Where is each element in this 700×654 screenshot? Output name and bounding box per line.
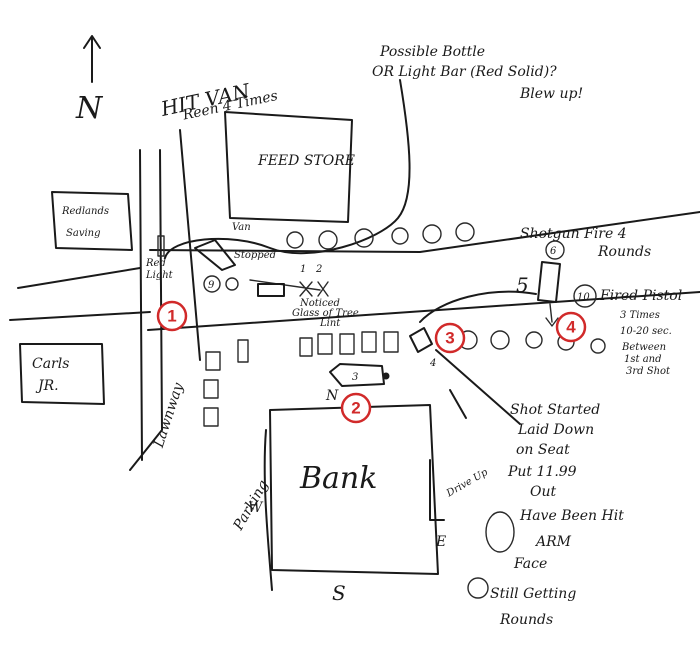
car-9-label: 9 bbox=[208, 280, 215, 291]
n-small-label: N bbox=[325, 388, 339, 404]
north-arrow: N bbox=[75, 35, 104, 126]
num-1-small: 1 bbox=[300, 264, 306, 275]
stopped-label: Stopped bbox=[234, 250, 276, 261]
svg-text:4: 4 bbox=[566, 318, 576, 337]
van-path bbox=[164, 79, 411, 259]
rounds-label: Rounds bbox=[597, 244, 651, 260]
num-6-label: 6 bbox=[550, 246, 557, 257]
drive-up-lane bbox=[429, 459, 445, 521]
redlands-savings-label-1: Redlands bbox=[61, 206, 109, 217]
marker-1: 1 bbox=[156, 300, 188, 332]
drive-up-label: Drive Up bbox=[444, 467, 490, 500]
between-label: Between bbox=[621, 342, 666, 353]
svg-text:3: 3 bbox=[445, 329, 454, 348]
possible-bottle-label: Possible Bottle bbox=[379, 44, 485, 60]
num-3-small: 3 bbox=[352, 372, 358, 383]
hit-bracket bbox=[485, 511, 515, 553]
arrow-5 bbox=[549, 303, 553, 323]
impact-point bbox=[382, 372, 390, 380]
marker-4: 4 bbox=[555, 311, 587, 343]
svg-text:1: 1 bbox=[167, 307, 176, 326]
car-small bbox=[225, 277, 239, 291]
vehicle-4 bbox=[409, 327, 433, 353]
third-shot-label: 3rd Shot bbox=[626, 366, 671, 377]
feed-store-building bbox=[224, 111, 353, 223]
s-label: S bbox=[332, 581, 346, 605]
light-bar-label: OR Light Bar (Red Solid)? bbox=[372, 64, 557, 80]
x-mark-1 bbox=[299, 281, 313, 297]
glass-of-tree-label: Glass of Tree bbox=[292, 308, 359, 319]
svg-text:2: 2 bbox=[351, 399, 360, 418]
on-seat-label: on Seat bbox=[516, 442, 570, 458]
still-getting-label: Still Getting bbox=[490, 586, 576, 602]
put-1199-label: Put 11.99 bbox=[507, 464, 577, 480]
streets bbox=[9, 129, 700, 471]
face-label: Face bbox=[513, 556, 547, 572]
marker-3: 3 bbox=[434, 322, 466, 354]
blew-up-label: Blew up! bbox=[519, 86, 583, 102]
car-5 bbox=[537, 261, 561, 303]
carls-jr-label-1: Carls bbox=[32, 356, 69, 372]
lawnway-label: Lawnway bbox=[151, 380, 188, 451]
fire-line bbox=[419, 290, 537, 323]
time-range-label: 10-20 sec. bbox=[620, 326, 672, 337]
laid-down-label: Laid Down bbox=[517, 422, 594, 438]
bank-building bbox=[269, 404, 439, 575]
carls-jr-label-2: JR. bbox=[35, 378, 59, 394]
car-9 bbox=[203, 275, 221, 293]
parked-cars bbox=[203, 331, 399, 427]
rounds-2-label: Rounds bbox=[499, 612, 553, 628]
still-getting-circle bbox=[467, 577, 489, 599]
shotgun-fire-label: Shotgun Fire 4 bbox=[520, 226, 627, 242]
red-light-label-1: Red bbox=[145, 258, 166, 269]
num-10-label: 10 bbox=[577, 292, 590, 303]
num-2-small: 2 bbox=[315, 264, 322, 275]
north-arrow-head bbox=[83, 35, 101, 49]
red-light-signal bbox=[157, 235, 165, 257]
feed-store-label: FEED STORE bbox=[257, 153, 355, 169]
redlands-savings-building bbox=[51, 191, 133, 251]
redlands-savings-label-2: Saving bbox=[66, 228, 101, 239]
num-4-small: 4 bbox=[429, 358, 436, 369]
arm-label: ARM bbox=[534, 534, 572, 550]
out-label: Out bbox=[530, 484, 556, 500]
noticed-label: Noticed bbox=[299, 298, 340, 309]
x-mark-2 bbox=[317, 281, 329, 297]
van bbox=[194, 239, 236, 271]
lint-label: Lint bbox=[319, 318, 341, 329]
first-and-label: 1st and bbox=[624, 354, 662, 365]
car-6-circle bbox=[545, 240, 565, 260]
van-label: Van bbox=[232, 222, 251, 233]
e-label: E bbox=[435, 534, 446, 550]
marker-2: 2 bbox=[340, 392, 372, 424]
bank-west-line bbox=[263, 429, 273, 591]
diagonal-2 bbox=[449, 389, 467, 419]
diagonal-1 bbox=[435, 349, 521, 425]
carls-jr-building bbox=[19, 343, 105, 405]
car-rect bbox=[257, 283, 285, 297]
have-been-hit-label: Have Been Hit bbox=[519, 508, 624, 524]
red-light-label-2: Light bbox=[145, 270, 174, 281]
pistol-10-circle bbox=[573, 284, 597, 308]
w-label: W bbox=[248, 500, 264, 516]
three-times-label: 3 Times bbox=[620, 310, 660, 321]
shot-started-label: Shot Started bbox=[510, 402, 600, 418]
fired-pistol-label: Fired Pistol bbox=[599, 288, 682, 304]
trees-north bbox=[286, 222, 475, 250]
north-label: N bbox=[75, 91, 104, 126]
bank-label: Bank bbox=[299, 461, 377, 496]
